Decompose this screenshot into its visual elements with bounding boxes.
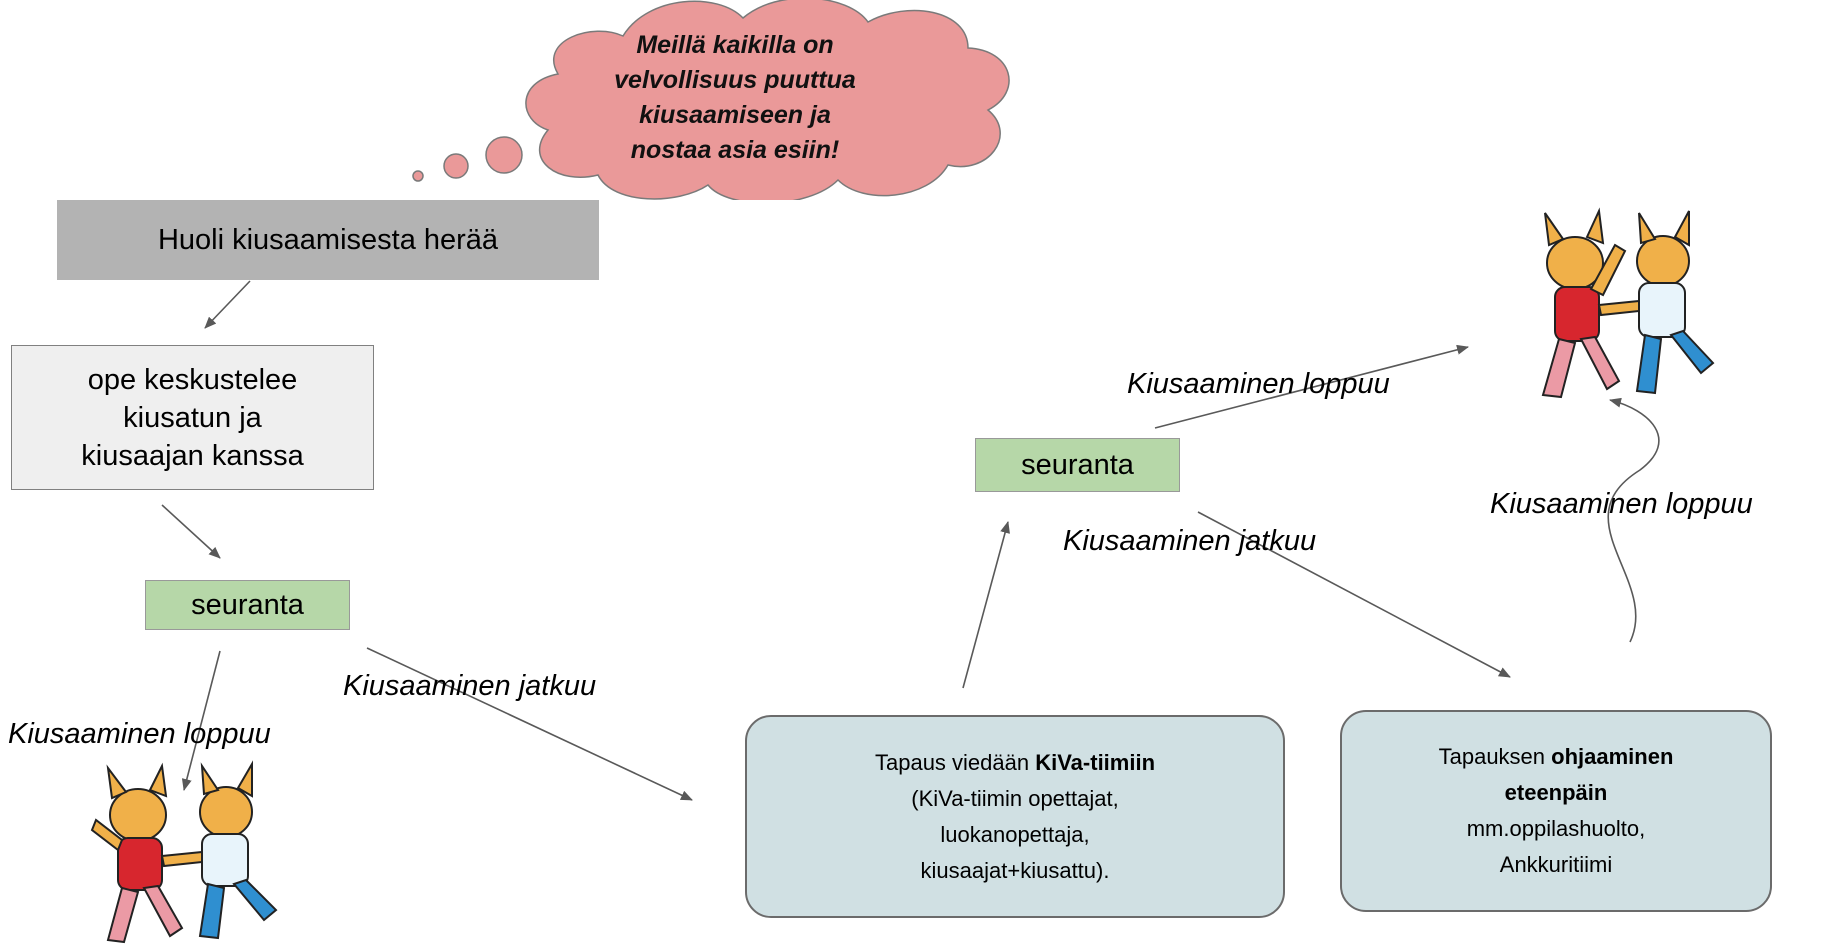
- arrow-worry-to-teacher: [204, 280, 251, 329]
- referral-bold-2: eteenpäin: [1504, 780, 1608, 805]
- cloud-line-2: velvollisuus puuttua: [614, 66, 856, 94]
- teacher-line-2: kiusatun ja: [123, 401, 262, 434]
- kiva-prefix: Tapaus viedään: [874, 749, 1036, 775]
- arrow-followup-to-end-left: [181, 650, 221, 791]
- worry-box: Huoli kiusaamisesta herää: [57, 200, 599, 280]
- cloud-line-3: kiusaamiseen ja: [639, 101, 831, 129]
- kiva-line-2: (KiVa-tiimin opettajat,: [911, 785, 1119, 811]
- referral-line-3: mm.oppilashuolto,: [1466, 816, 1646, 841]
- teacher-line-3: kiusaajan kanssa: [81, 439, 304, 472]
- label-ends-right: Kiusaaminen loppuu: [1490, 488, 1753, 520]
- referral-prefix: Tapauksen: [1438, 744, 1552, 769]
- followup-box-right: seuranta: [975, 438, 1180, 492]
- cloud-text: Meillä kaikilla on velvollisuus puuttua …: [575, 28, 895, 168]
- cloud-shape: [525, 0, 1010, 200]
- arrow-followup-to-kiva-team: [366, 647, 693, 801]
- arrow-followup-to-end-top: [1154, 344, 1469, 429]
- teacher-discussion-box: ope keskustelee kiusatun ja kiusaajan ka…: [11, 345, 374, 490]
- arrow-kiva-team-to-followup: [962, 521, 1010, 689]
- kiva-team-box: Tapaus viedään KiVa-tiimiin (KiVa-tiimin…: [745, 715, 1285, 918]
- lynx-mascots-illustration-top-right: [1541, 207, 1715, 399]
- followup-box-left: seuranta: [145, 580, 350, 630]
- arrow-teacher-to-followup: [161, 504, 221, 559]
- thought-bubble-medium: [443, 153, 469, 179]
- teacher-line-1: ope keskustelee: [87, 363, 298, 396]
- kiva-bold: KiVa-tiimiin: [1035, 749, 1156, 775]
- thought-bubble-large: [485, 136, 523, 174]
- arrow-referral-to-end-right: [1607, 397, 1660, 643]
- cloud-line-1: Meillä kaikilla on: [636, 31, 834, 59]
- label-ends-top: Kiusaaminen loppuu: [1127, 368, 1390, 400]
- thought-bubble-small: [412, 170, 424, 182]
- referral-line-4: Ankkuritiimi: [1499, 852, 1613, 877]
- referral-bold-1: ohjaaminen: [1551, 744, 1674, 769]
- thought-cloud: [412, 0, 1010, 200]
- kiva-line-4: kiusaajat+kiusattu).: [920, 857, 1110, 883]
- cloud-line-4: nostaa asia esiin!: [630, 136, 840, 164]
- label-continues-right: Kiusaaminen jatkuu: [1063, 525, 1317, 557]
- kiva-line-3: luokanopettaja,: [940, 821, 1090, 847]
- label-ends-left: Kiusaaminen loppuu: [8, 718, 271, 750]
- referral-box: Tapauksen ohjaaminen eteenpäin mm.oppila…: [1340, 710, 1772, 912]
- arrow-followup-to-referral: [1197, 511, 1511, 678]
- label-continues-left: Kiusaaminen jatkuu: [343, 670, 597, 702]
- lynx-mascots-illustration-bottom: [90, 760, 278, 944]
